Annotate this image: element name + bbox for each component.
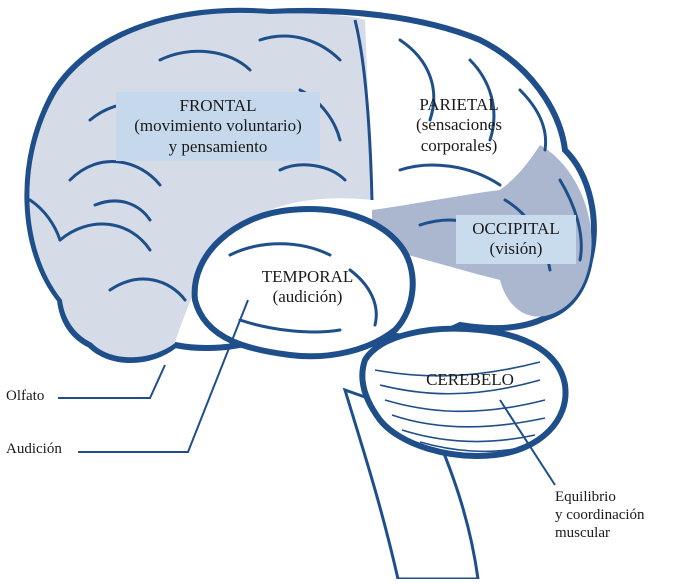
occipital-desc-1: (visión) — [489, 239, 543, 259]
audicion-leader — [78, 299, 249, 453]
occipital-name: OCCIPITAL — [472, 219, 560, 238]
equilibrio-leader — [499, 399, 556, 486]
parietal-label: PARIETAL (sensaciones corporales) — [400, 95, 518, 156]
central-sulcus — [353, 19, 374, 201]
equilibrio-line-2: y coordinación — [555, 507, 645, 523]
olfato-label: Olfato — [6, 388, 45, 404]
parietal-desc-1: (sensaciones — [416, 115, 502, 135]
temporal-lobe — [191, 206, 416, 360]
parietal-gyri — [398, 38, 548, 187]
frontal-desc-1: (movimiento voluntario) — [134, 116, 302, 136]
audicion-label: Audición — [6, 441, 62, 457]
temporal-desc-1: (audición) — [272, 287, 343, 307]
frontal-desc-2: y pensamiento — [168, 136, 268, 156]
equilibrio-label: Equilibrio y coordinación muscular — [555, 488, 670, 542]
temporal-gyri — [228, 242, 378, 334]
temporal-label: TEMPORAL (audición) — [250, 267, 365, 308]
frontal-label: FRONTAL (movimiento voluntario) y pensam… — [116, 92, 320, 162]
leader-lines — [58, 299, 556, 486]
cerebelo-label: CEREBELO — [410, 370, 530, 390]
occipital-label: OCCIPITAL (visión) — [456, 215, 576, 264]
parietal-desc-2: corporales) — [420, 135, 498, 155]
cerebelo-name: CEREBELO — [426, 370, 514, 389]
parietal-name: PARIETAL — [419, 95, 499, 114]
equilibrio-line-1: Equilibrio — [555, 489, 616, 505]
cerebellum-folia — [374, 361, 546, 453]
temporal-name: TEMPORAL — [261, 267, 354, 286]
olfato-leader — [58, 364, 166, 399]
equilibrio-line-3: muscular — [555, 525, 610, 541]
frontal-name: FRONTAL — [179, 96, 257, 115]
